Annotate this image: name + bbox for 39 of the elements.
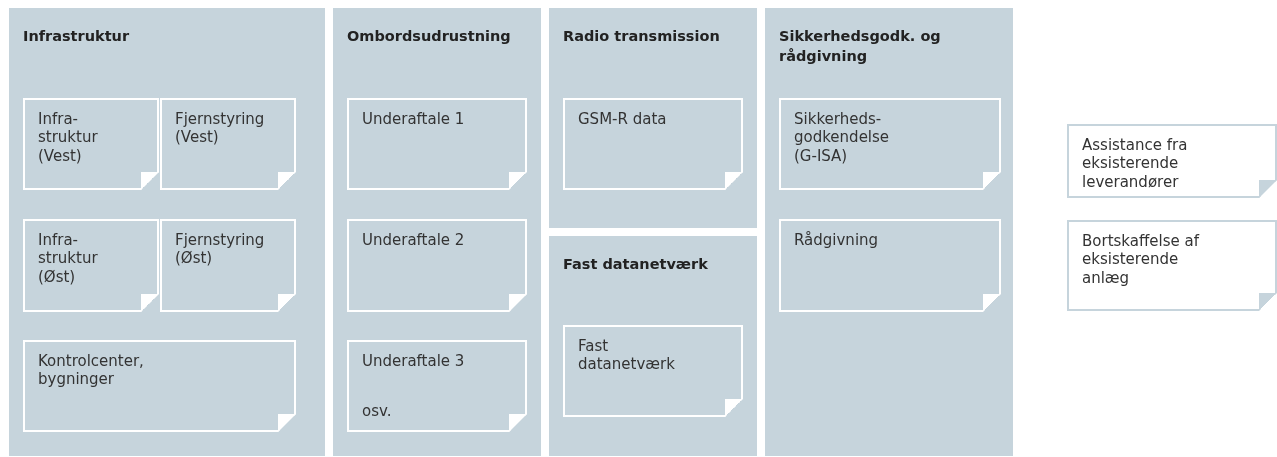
card-text: Fjernstyring (Øst) [175, 231, 266, 268]
note-card [347, 98, 527, 190]
note-card [1067, 220, 1277, 311]
card-text: Kontrolcenter, bygninger [38, 352, 145, 389]
group-panel [549, 8, 757, 228]
note-card [779, 219, 1001, 312]
note-card [160, 219, 296, 312]
note-card [347, 340, 527, 432]
note-card [563, 325, 743, 417]
panel-heading: Ombordsudrustning [347, 27, 512, 46]
card-text: Bortskaffelse af eksisterende anlæg [1082, 232, 1201, 287]
card-text: Underaftale 2 [362, 231, 466, 250]
note-card [563, 98, 743, 190]
panel-heading: Infrastruktur [23, 27, 131, 46]
card-text: Fast datanetværk [578, 337, 676, 374]
note-card [160, 98, 296, 190]
note-card [23, 219, 159, 312]
note-card [779, 98, 1001, 190]
panel-heading: Fast datanetværk [563, 255, 709, 274]
group-panel [9, 8, 325, 456]
card-text: Infra- struktur (Øst) [38, 231, 99, 286]
panel-heading: Radio transmission [563, 27, 721, 46]
group-panel [549, 236, 757, 456]
note-card [1067, 124, 1277, 198]
card-text: osv. [362, 401, 393, 420]
group-panel [333, 8, 541, 456]
panel-heading: Sikkerhedsgodk. og rådgivning [779, 27, 942, 67]
card-text: Underaftale 3 [362, 352, 466, 371]
card-text: Rådgivning [794, 231, 880, 250]
card-text: Fjernstyring (Vest) [175, 110, 266, 147]
card-text: Underaftale 1 [362, 110, 466, 129]
card-text: Sikkerheds- godkendelse (G-ISA) [794, 110, 891, 165]
card-text: Assistance fra eksisterende leverandører [1082, 136, 1189, 191]
card-text: GSM-R data [578, 110, 668, 129]
note-card [23, 340, 296, 432]
card-text: Infra- struktur (Vest) [38, 110, 99, 165]
note-card [23, 98, 159, 190]
group-panel [765, 8, 1013, 456]
note-card [347, 219, 527, 312]
